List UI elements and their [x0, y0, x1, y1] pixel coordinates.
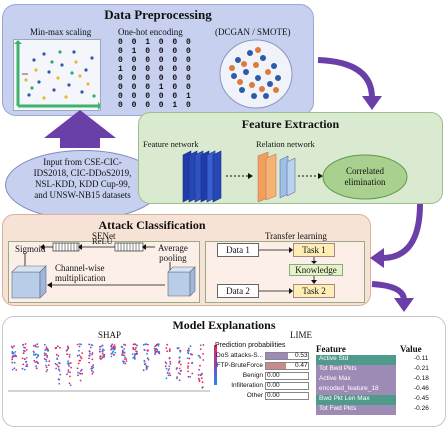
prediction-label: Other: [246, 392, 263, 399]
prediction-value: 0.53: [295, 352, 308, 359]
data2-box: Data 2: [217, 284, 259, 298]
relu-label: ReLU: [92, 236, 113, 246]
lime-feature-cell: Active Std: [316, 355, 396, 365]
minmax-scatter-plot: [13, 39, 101, 111]
lime-feature-cell: Active Max: [316, 375, 396, 385]
lime-value-cell: -0.21: [414, 365, 429, 372]
correlated-line: elimination: [344, 177, 386, 187]
input-line: and UNSW-NB15 datasets: [34, 190, 131, 200]
prediction-value: 0.00: [267, 392, 280, 399]
lime-label: LIME: [290, 330, 312, 340]
prediction-bar: [265, 362, 309, 370]
onehot-row: 0 1 0 0 0 0: [118, 47, 193, 56]
prediction-bar: [265, 382, 309, 390]
onehot-row: 0 0 0 0 0 0: [118, 74, 193, 83]
prediction-bar: [265, 392, 309, 400]
lime-value-header: Value: [400, 344, 422, 354]
prediction-bar: [265, 372, 309, 380]
prediction-rows: DoS attacks-S... 0.53 FTP-BruteForce 0.4…: [215, 352, 311, 412]
prediction-bar: [265, 352, 309, 360]
task2-box: Task 2: [293, 284, 335, 298]
correlated-line: Correlated: [346, 166, 384, 176]
prediction-label: FTP-BruteForce: [216, 362, 263, 369]
prediction-label: Benign: [242, 372, 263, 379]
lime-value-cell: -0.46: [414, 385, 429, 392]
lime-table: Active Std -0.11 Tot Bwd Pkts -0.21 Acti…: [316, 355, 444, 421]
lime-feature-cell: Tot Bwd Pkts: [316, 365, 396, 375]
channel-wise-label: Channel-wise multiplication: [55, 263, 106, 283]
input-line: NSL-KDD, KDD Cup-99,: [35, 179, 130, 189]
prediction-probabilities-title: Prediction probabilities: [215, 342, 286, 349]
onehot-row: 0 0 0 0 0 0: [118, 56, 193, 65]
prediction-value: 0.47: [295, 362, 308, 369]
feature-extraction-title: Feature Extraction: [241, 117, 340, 131]
lime-value-cell: -0.45: [414, 395, 429, 402]
input-line: IDS2018, CIC-DDoS2019,: [33, 168, 132, 178]
minmax-scatter-svg: [14, 40, 100, 110]
onehot-label: One-hot encoding: [118, 27, 183, 37]
lime-value-cell: -0.26: [414, 405, 429, 412]
input-line: Input from CSE-CIC-: [43, 157, 122, 167]
sigmoid-label: Sigmoid: [15, 244, 46, 254]
feature-network-label: Feature network: [143, 139, 199, 149]
onehot-matrix: 0 0 1 0 0 0 0 1 0 0 0 0 0 0 0 0 0 0 1 0 …: [118, 38, 204, 110]
channel-wise-line: multiplication: [55, 273, 106, 283]
task1-box: Task 1: [293, 243, 335, 257]
avg-pool-line: Average: [158, 243, 188, 253]
relation-network-label: Relation network: [256, 139, 315, 149]
onehot-row: 0 0 0 0 1 0: [118, 101, 193, 110]
gan-smote-svg: [219, 39, 293, 109]
lime-feature-cell: Tot Fwd Pkts: [316, 405, 396, 415]
lime-feature-header: Feature: [316, 344, 346, 354]
gan-smote-circle: [218, 38, 294, 110]
onehot-row: 0 0 1 0 0 0: [118, 38, 193, 47]
arrow-curve-icon: [381, 203, 423, 261]
prediction-label: DoS attacks-S...: [216, 352, 263, 359]
attack-classification-title: Attack Classification: [98, 218, 206, 232]
input-datasets-text: Input from CSE-CIC- IDS2018, CIC-DDoS201…: [5, 157, 160, 201]
arrow-curve-icon: [371, 281, 407, 301]
average-pooling-label: Average pooling: [158, 243, 188, 263]
data-preprocessing-title: Data Preprocessing: [104, 7, 212, 22]
avg-pool-line: pooling: [159, 253, 187, 263]
prediction-value: 0.00: [267, 382, 280, 389]
onehot-row: 1 0 0 0 0 0: [118, 65, 193, 74]
onehot-row: 0 0 0 1 0 0: [118, 83, 193, 92]
shap-label: SHAP: [98, 330, 122, 340]
arrow-curve-icon: [317, 57, 375, 99]
transfer-learning-label: Transfer learning: [265, 231, 327, 241]
lime-feature-cell: encoded_feature_18: [316, 385, 396, 395]
gan-label: (DCGAN / SMOTE): [215, 27, 291, 37]
prediction-value: 0.00: [267, 372, 280, 379]
correlated-elimination-text: Correlated elimination: [323, 166, 407, 188]
onehot-row: 0 0 0 0 0 1: [118, 92, 193, 101]
lime-value-cell: -0.18: [414, 375, 429, 382]
data1-box: Data 1: [217, 243, 259, 257]
lime-value-cell: -0.11: [414, 355, 429, 362]
channel-wise-line: Channel-wise: [55, 263, 105, 273]
knowledge-box: Knowledge: [289, 264, 343, 276]
prediction-label: Infilteration: [231, 382, 263, 389]
senet-label: SENet: [92, 231, 116, 241]
minmax-label: Min-max scaling: [30, 27, 92, 37]
lime-feature-cell: Bwd Pkt Len Max: [316, 395, 396, 405]
model-explanations-title: Model Explanations: [172, 318, 276, 332]
